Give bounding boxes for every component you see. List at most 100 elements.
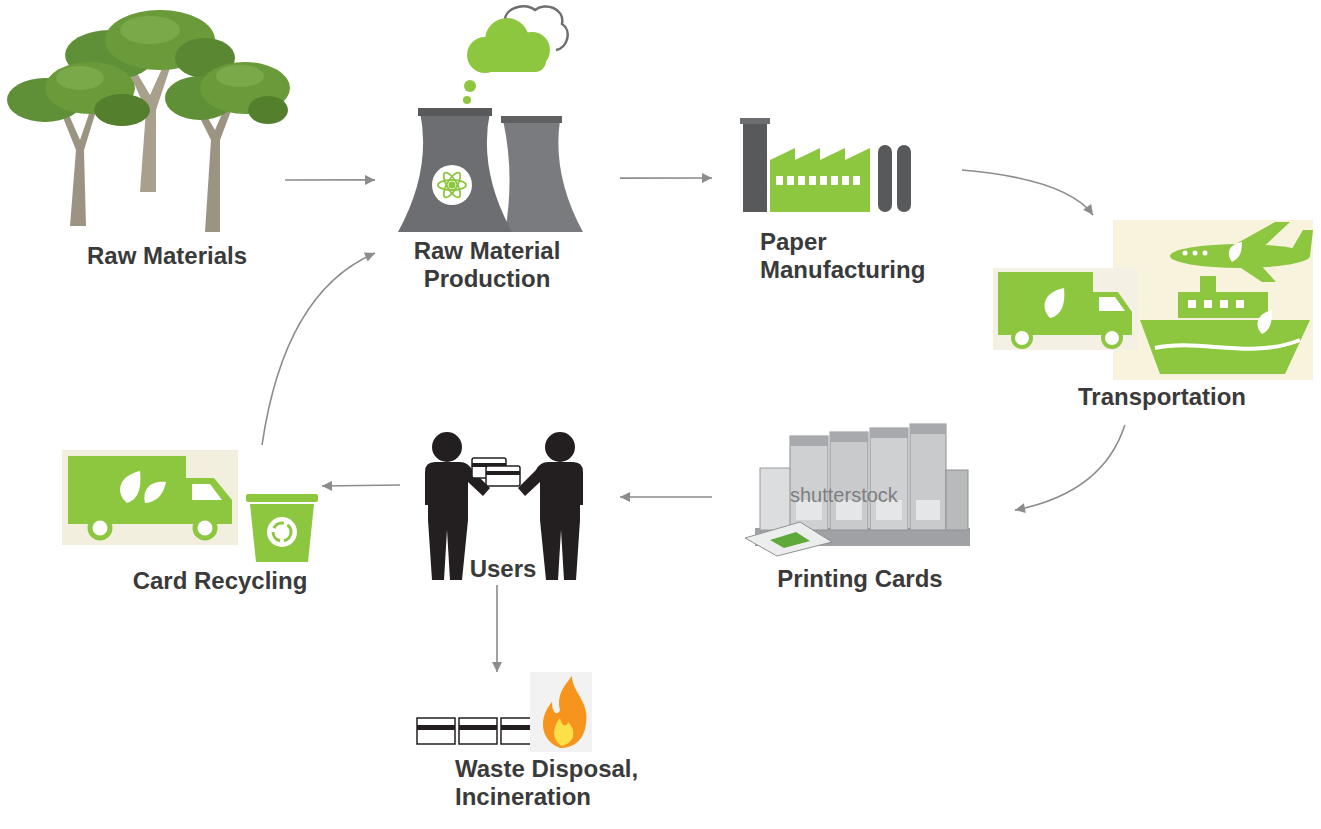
cooling-tower-icon <box>441 170 464 199</box>
factory-icon <box>740 118 770 124</box>
cooling-tower-icon <box>463 96 471 104</box>
tree-illustration <box>120 16 180 44</box>
users-handshake-icon <box>432 432 462 462</box>
cooling-tower-icon <box>478 50 546 72</box>
recycling-truck-icon <box>62 450 238 545</box>
printing-press-icon <box>745 522 832 556</box>
stage-label-box: Raw Materials <box>57 242 277 270</box>
incineration-icon <box>459 718 497 744</box>
stage-label-box: Raw Material Production <box>397 237 577 292</box>
stage-label-box: Users <box>453 555 553 583</box>
factory-icon <box>743 122 767 212</box>
printing-press-icon <box>910 424 946 530</box>
stage-node: Printing Cards <box>712 415 1015 600</box>
stage-label: Users <box>453 555 553 583</box>
cooling-tower-icon <box>398 6 583 232</box>
cooling-tower-icon <box>501 116 562 123</box>
cooling-tower-icon <box>449 182 456 189</box>
stage-label-box: Printing Cards <box>740 565 980 593</box>
flow-arrow <box>322 485 400 486</box>
tree-illustration <box>248 96 288 124</box>
recycling-truck-icon <box>144 482 166 503</box>
flow-arrow <box>496 585 498 672</box>
transport-icons <box>1290 230 1313 256</box>
flow-arrow <box>620 177 712 179</box>
transport-icons <box>1257 310 1272 334</box>
incineration-icon <box>417 672 592 752</box>
recycling-truck-icon <box>192 484 222 500</box>
printing-press-icon <box>870 428 908 438</box>
transport-icons <box>1155 340 1300 349</box>
cooling-tower-icon <box>464 80 476 92</box>
cooling-tower-icon <box>438 180 466 190</box>
printing-press-icon <box>790 436 828 530</box>
stage-label: Printing Cards <box>740 565 980 593</box>
transport-icons <box>1200 276 1216 292</box>
factory-icon <box>740 118 911 212</box>
stage-label-box: Waste Disposal, Incineration <box>455 755 660 810</box>
flow-arrow <box>262 253 375 445</box>
transport-icons <box>1099 297 1125 311</box>
transport-icons <box>1093 292 1132 332</box>
stage-node: Raw Materials <box>5 15 285 277</box>
transport-icons <box>998 272 1093 330</box>
transport-icons <box>1193 251 1198 256</box>
flow-arrow <box>285 179 375 181</box>
stage-node: Card Recycling <box>60 445 322 599</box>
factory-icon <box>798 176 805 185</box>
stage-label: Raw Materials <box>57 242 277 270</box>
stage-label: Transportation <box>1042 383 1282 411</box>
incineration-icon <box>554 718 573 746</box>
stage-node: Raw Material Production <box>375 5 620 305</box>
stage-label-box: Paper Manufacturing <box>760 228 960 283</box>
stage-label: Card Recycling <box>120 567 320 595</box>
recycling-truck-icon <box>68 456 186 518</box>
recycling-truck-icon <box>120 471 140 503</box>
transport-icons <box>1183 251 1188 256</box>
factory-icon <box>776 176 783 185</box>
factory-icon <box>842 176 849 185</box>
tree-illustration <box>7 10 290 232</box>
flow-arrow <box>1015 425 1125 510</box>
transport-icons <box>1236 300 1244 308</box>
transport-icons <box>1140 320 1310 374</box>
cooling-tower-icon <box>441 170 464 199</box>
recycling-truck-icon <box>62 450 318 562</box>
recycling-truck-icon <box>186 478 232 522</box>
tree-illustration <box>60 105 97 226</box>
recycling-truck-icon <box>195 518 215 538</box>
stage-label-box: Card Recycling <box>120 567 320 595</box>
cooling-tower-icon <box>503 120 583 232</box>
factory-icon <box>831 176 838 185</box>
recycling-truck-icon <box>267 517 297 547</box>
factory-icon <box>787 176 794 185</box>
printing-press-icon <box>745 424 970 556</box>
users-handshake-icon <box>545 432 575 462</box>
printing-press-icon <box>830 432 868 442</box>
watermark: shutterstock <box>790 484 960 507</box>
incineration-icon <box>459 725 497 730</box>
factory-icon <box>878 145 892 212</box>
transport-icons <box>1044 288 1064 318</box>
cooling-tower-icon <box>398 112 512 232</box>
factory-icon <box>809 176 816 185</box>
incineration-icon <box>417 718 455 744</box>
printing-press-icon <box>830 432 868 530</box>
transport-icons <box>1013 329 1031 347</box>
transport-icons <box>993 220 1313 380</box>
transport-icons <box>993 268 1138 350</box>
transport-icons <box>1113 220 1313 380</box>
printing-press-icon <box>910 424 946 434</box>
flow-arrow <box>620 496 712 498</box>
incineration-icon <box>530 672 592 752</box>
tree-illustration <box>94 94 150 126</box>
stage-node: Transportation <box>990 215 1315 425</box>
users-handshake-icon <box>486 466 520 486</box>
recycling-truck-icon <box>250 504 314 562</box>
recycling-truck-icon <box>246 494 318 502</box>
printing-press-icon <box>946 470 968 530</box>
tree-illustration <box>128 62 171 192</box>
